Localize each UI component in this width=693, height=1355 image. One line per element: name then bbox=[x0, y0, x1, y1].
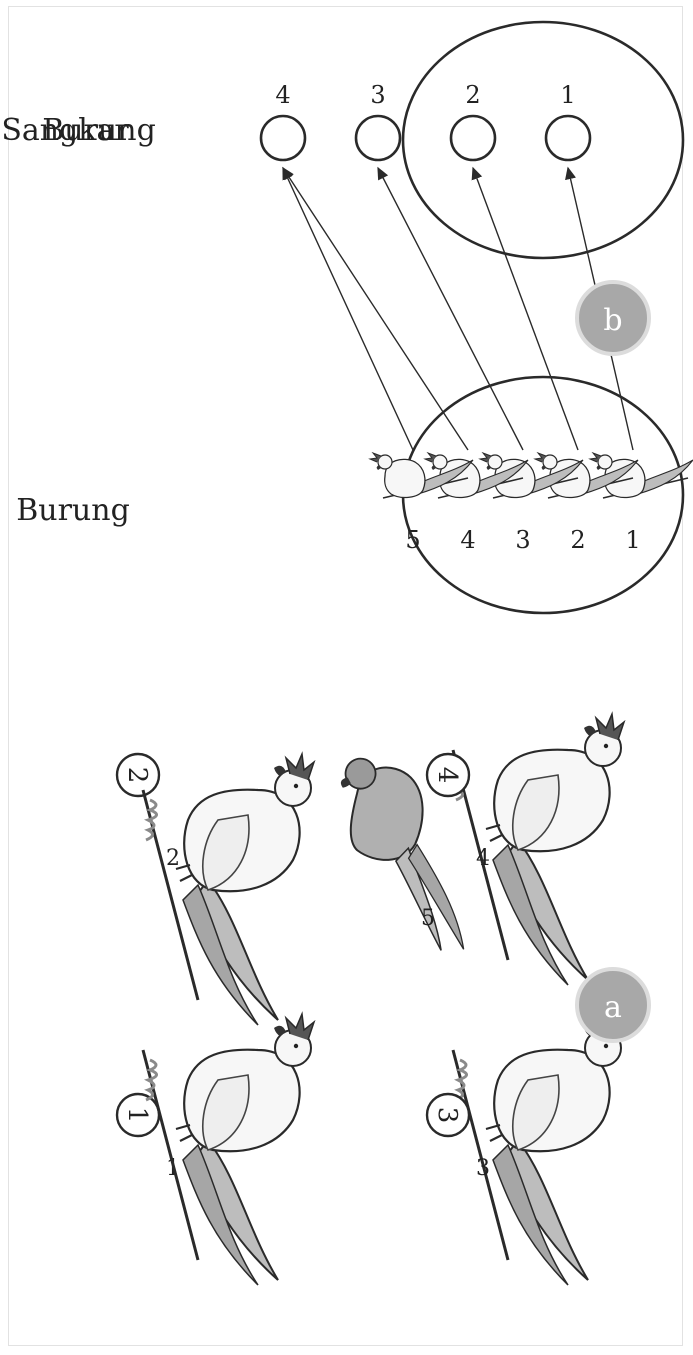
bird-item: 1 bbox=[590, 453, 693, 554]
cage-label: 3 bbox=[370, 81, 385, 109]
card-number: 1 bbox=[122, 1107, 152, 1124]
panel-b-badge-label: b bbox=[603, 303, 622, 338]
cage-circle bbox=[261, 116, 305, 160]
cage-item: 2 bbox=[451, 81, 495, 160]
bird-number: 5 bbox=[421, 906, 435, 931]
bird-label: 1 bbox=[625, 526, 640, 554]
cage-label: 1 bbox=[560, 81, 575, 109]
panel-a-badge-label: a bbox=[604, 990, 622, 1025]
cage-item: 1 bbox=[546, 81, 590, 160]
cage-item: 3 bbox=[356, 81, 400, 160]
card-number: 4 bbox=[432, 767, 462, 784]
bird-item: 5 bbox=[370, 453, 473, 554]
mapping-arrow bbox=[473, 168, 578, 450]
cages-list: 1 2 3 4 bbox=[261, 81, 590, 160]
bird-label: 5 bbox=[405, 526, 420, 554]
mapping-arrow bbox=[283, 168, 468, 450]
panel-a: 1 1 2 2 3 3 bbox=[117, 714, 649, 1285]
cage-circle bbox=[356, 116, 400, 160]
cages-set-ellipse bbox=[403, 22, 683, 258]
bird-item: 4 bbox=[425, 453, 528, 554]
cage-circle bbox=[546, 116, 590, 160]
panel-a-card-4: 4 4 5 bbox=[143, 754, 493, 1025]
birds-title: Burung bbox=[16, 493, 130, 528]
cage-circle bbox=[451, 116, 495, 160]
bird-item: 2 bbox=[535, 453, 638, 554]
birds-list: 1 2 3 4 5 bbox=[370, 453, 693, 554]
bird-label: 4 bbox=[460, 526, 475, 554]
cage-label: 4 bbox=[275, 81, 290, 109]
bird-number: 2 bbox=[166, 846, 180, 871]
panel-a-badge: a bbox=[577, 969, 649, 1041]
bird-item: 3 bbox=[480, 453, 583, 554]
card-number: 3 bbox=[432, 1107, 462, 1124]
cage-label: 2 bbox=[465, 81, 480, 109]
bird-label: 3 bbox=[515, 526, 530, 554]
cage-item: 4 bbox=[261, 81, 305, 160]
bird-number: 3 bbox=[476, 1156, 490, 1181]
mapping-arrow bbox=[283, 168, 413, 450]
panel-a-card-3: 3 3 bbox=[143, 1014, 490, 1285]
birds-set-ellipse bbox=[403, 377, 683, 613]
cages-title-line2: Burung bbox=[42, 113, 156, 148]
panel-b-badge: b bbox=[577, 282, 649, 354]
bird-label: 2 bbox=[570, 526, 585, 554]
card-number: 2 bbox=[122, 767, 152, 784]
bird-number: 4 bbox=[476, 846, 490, 871]
